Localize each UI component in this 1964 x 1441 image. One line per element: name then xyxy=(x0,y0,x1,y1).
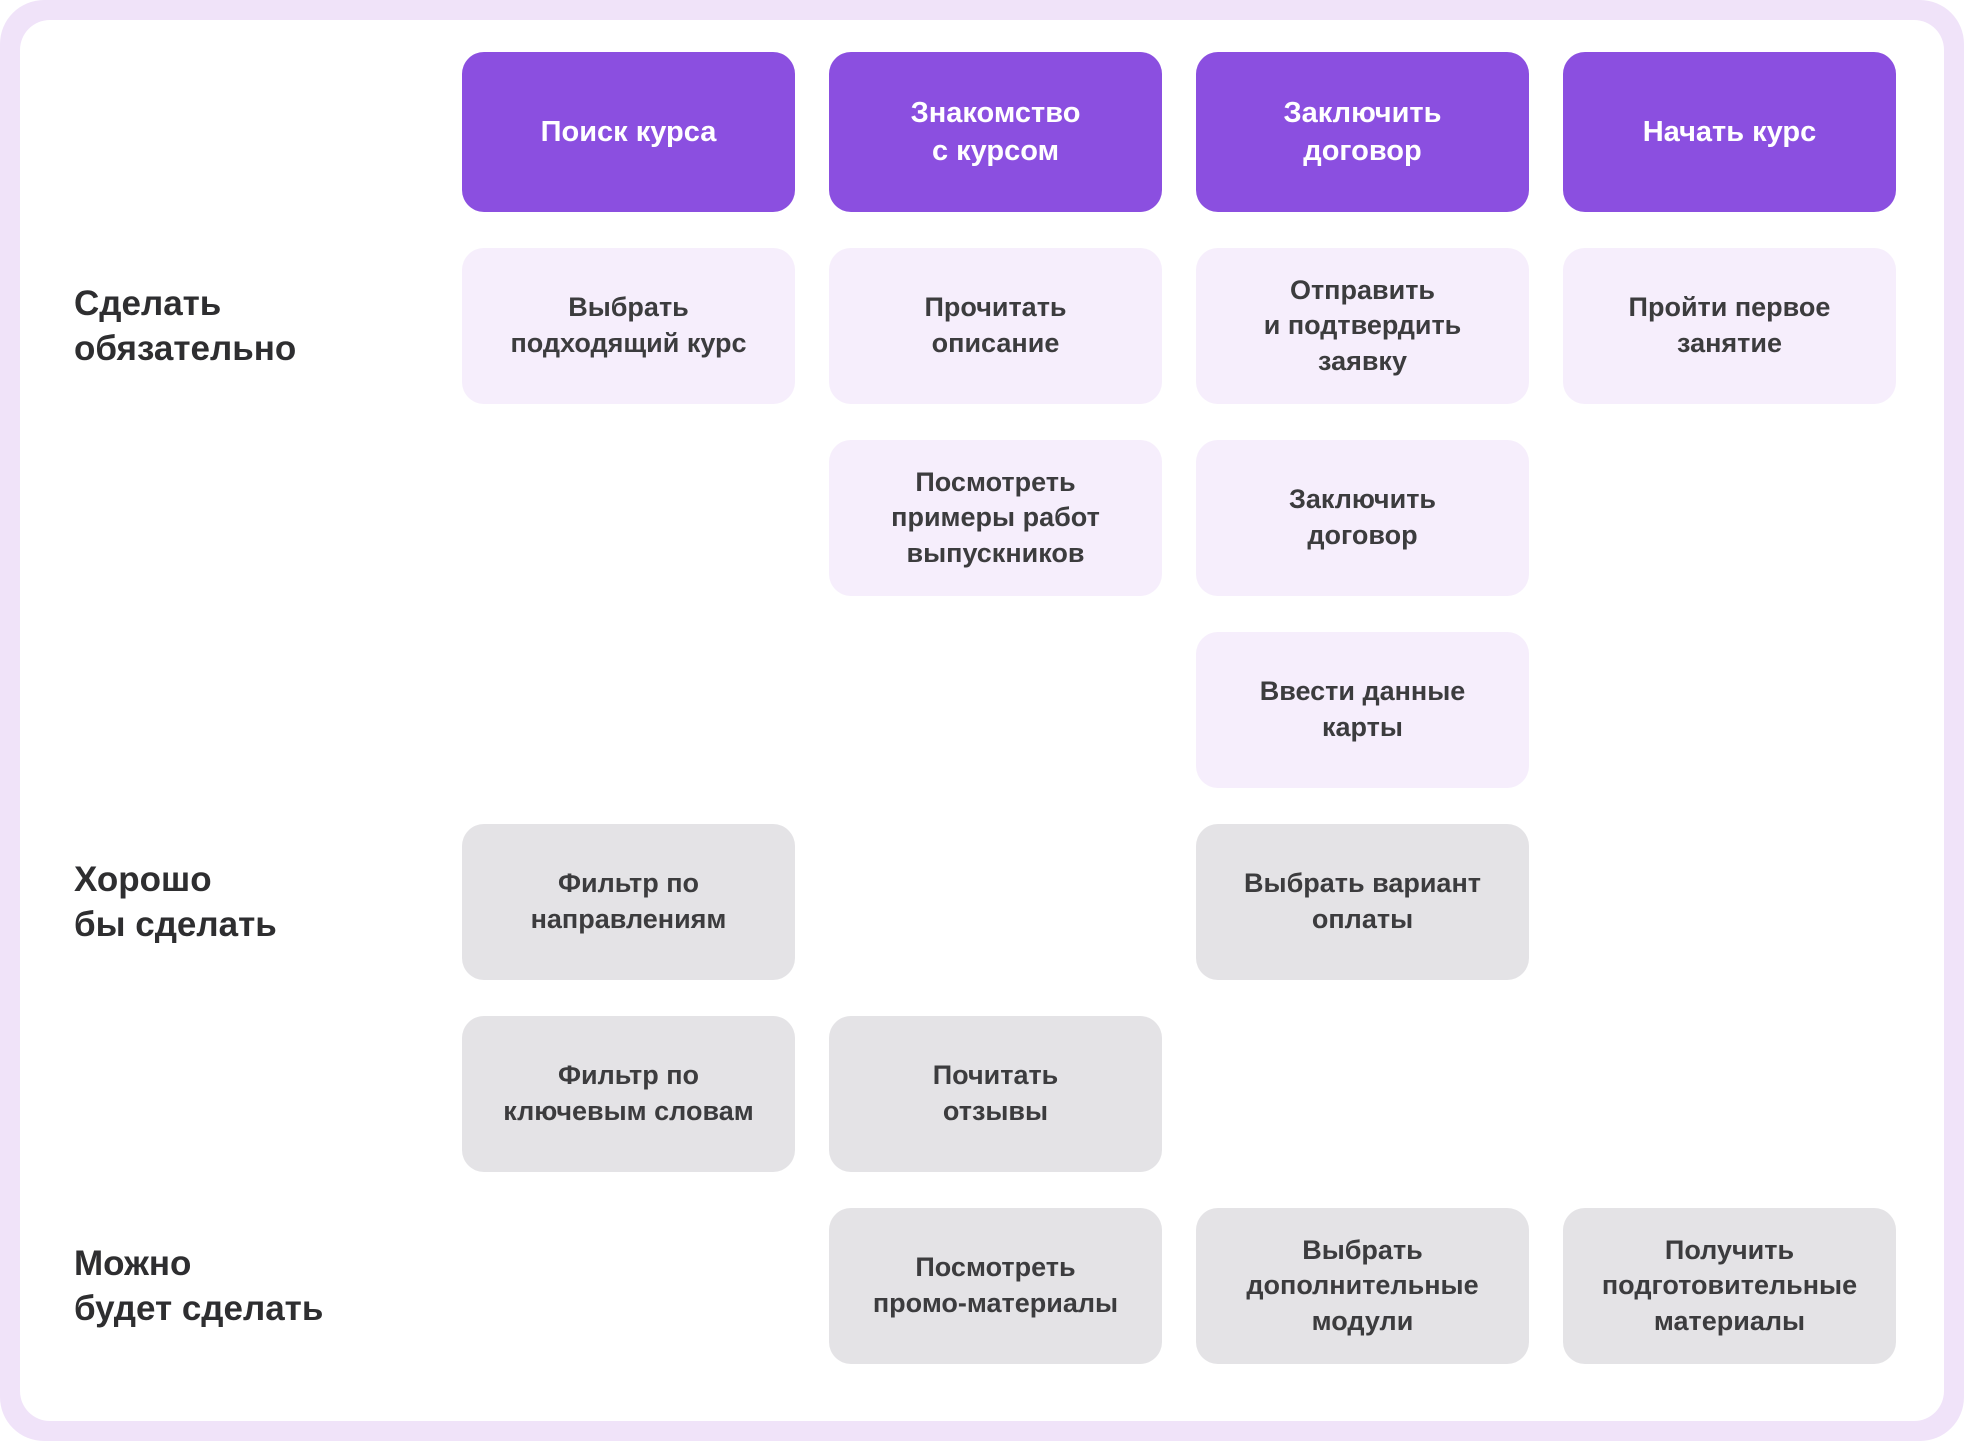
task-card-choose-course: Выбрать подходящий курс xyxy=(462,248,795,404)
task-card-prep-materials: Получить подготовительные материалы xyxy=(1563,1208,1896,1364)
task-card-view-graduate-works: Посмотреть примеры работ выпускников xyxy=(829,440,1162,596)
task-card-sign-contract: Заключить договор xyxy=(1196,440,1529,596)
task-card-view-promo: Посмотреть промо-материалы xyxy=(829,1208,1162,1364)
stage-header-card-course-search: Поиск курса xyxy=(462,52,795,212)
task-card-send-confirm-request: Отправить и подтвердить заявку xyxy=(1196,248,1529,404)
task-card-read-reviews: Почитать отзывы xyxy=(829,1016,1162,1172)
task-card-filter-directions: Фильтр по направлениям xyxy=(462,824,795,980)
journey-map-grid: Поиск курса Знакомство с курсом Заключит… xyxy=(20,20,1944,1364)
stage-header-card-start-course: Начать курс xyxy=(1563,52,1896,212)
row-label-must-do: Сделать обязательно xyxy=(74,283,297,369)
row-label-could-do: Можно будет сделать xyxy=(74,1243,324,1329)
task-card-extra-modules: Выбрать дополнительные модули xyxy=(1196,1208,1529,1364)
row-label-nice-to-do: Хорошо бы сделать xyxy=(74,859,277,945)
journey-map-canvas: Поиск курса Знакомство с курсом Заключит… xyxy=(20,20,1944,1421)
task-card-read-description: Прочитать описание xyxy=(829,248,1162,404)
task-card-enter-card-data: Ввести данные карты xyxy=(1196,632,1529,788)
task-card-first-lesson: Пройти первое занятие xyxy=(1563,248,1896,404)
task-card-filter-keywords: Фильтр по ключевым словам xyxy=(462,1016,795,1172)
stage-header-card-contract: Заключить договор xyxy=(1196,52,1529,212)
task-card-choose-payment: Выбрать вариант оплаты xyxy=(1196,824,1529,980)
stage-header-card-course-intro: Знакомство с курсом xyxy=(829,52,1162,212)
